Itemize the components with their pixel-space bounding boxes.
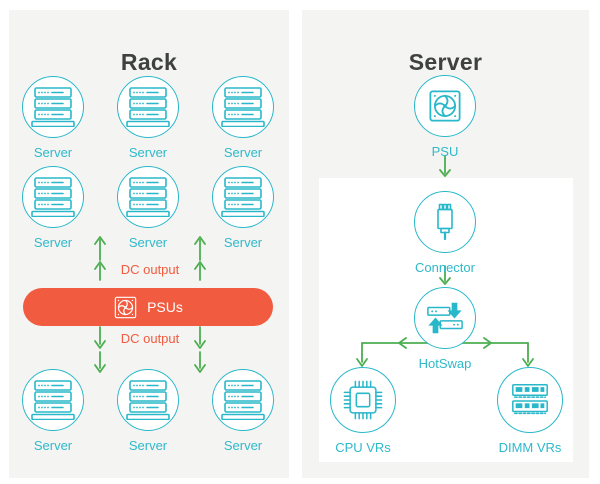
dimm-vrs-node-circle: [497, 367, 563, 433]
server-node-circle: [212, 76, 274, 138]
server-node-label: Server: [223, 438, 263, 453]
server-node-label: Server: [33, 145, 73, 160]
cpu-vrs-node: CPU VRs: [315, 367, 411, 455]
rack-server-node: Server: [195, 369, 291, 453]
server-node-circle: [22, 76, 84, 138]
psu-node-circle: [414, 75, 476, 137]
server-node-circle: [117, 76, 179, 138]
connector-node: Connector: [397, 191, 493, 275]
hotswap-node-circle: [414, 287, 476, 349]
dc-output-bottom-label: DC output: [120, 331, 180, 346]
server-icon: [125, 87, 171, 127]
dc-output-top-label: DC output: [120, 262, 180, 277]
psu-fan-icon: [113, 295, 138, 320]
rack-server-node: Server: [195, 76, 291, 160]
server-icon: [220, 380, 266, 420]
server-node-circle: [117, 166, 179, 228]
server-icon: [125, 177, 171, 217]
rack-server-node: Server: [100, 166, 196, 250]
server-node-label: Server: [223, 145, 263, 160]
dimm-vrs-node: DIMM VRs: [482, 367, 578, 455]
server-node-circle: [117, 369, 179, 431]
dimm-vrs-node-label: DIMM VRs: [498, 440, 562, 455]
rack-server-node: Server: [5, 369, 101, 453]
psus-bus-bar: PSUs: [23, 288, 273, 326]
psus-bar-label: PSUs: [147, 299, 183, 315]
cpu-vrs-node-circle: [330, 367, 396, 433]
psu-fan-icon: [427, 88, 463, 124]
server-icon: [220, 177, 266, 217]
server-icon: [30, 177, 76, 217]
rack-server-node: Server: [5, 166, 101, 250]
rack-server-node: Server: [100, 76, 196, 160]
server-node-label: Server: [223, 235, 263, 250]
server-panel-title: Server: [408, 49, 483, 76]
server-node-label: Server: [128, 145, 168, 160]
rack-server-node: Server: [195, 166, 291, 250]
server-node-label: Server: [33, 235, 73, 250]
cpu-vrs-node-label: CPU VRs: [335, 440, 391, 455]
server-node-circle: [212, 369, 274, 431]
cpu-chip-icon: [342, 379, 384, 421]
psu-node-label: PSU: [431, 144, 459, 159]
hotswap-icon: [426, 299, 464, 337]
rack-panel: Rack: [9, 10, 289, 478]
server-node-label: Server: [128, 235, 168, 250]
server-icon: [30, 87, 76, 127]
server-node-label: Server: [33, 438, 73, 453]
server-icon: [220, 87, 266, 127]
server-panel: Server: [302, 10, 589, 478]
server-node-circle: [212, 166, 274, 228]
rack-server-node: Server: [5, 76, 101, 160]
server-node-circle: [22, 369, 84, 431]
rack-panel-title: Rack: [120, 49, 178, 76]
connector-icon: [431, 202, 459, 242]
dimm-memory-icon: [509, 382, 551, 418]
server-node-circle: [22, 166, 84, 228]
server-node-label: Server: [128, 438, 168, 453]
hotswap-node: HotSwap: [397, 287, 493, 371]
psu-node: PSU: [397, 75, 493, 159]
connector-node-circle: [414, 191, 476, 253]
hotswap-node-label: HotSwap: [418, 356, 472, 371]
connector-node-label: Connector: [415, 260, 475, 275]
server-icon: [30, 380, 76, 420]
rack-server-node: Server: [100, 369, 196, 453]
server-icon: [125, 380, 171, 420]
